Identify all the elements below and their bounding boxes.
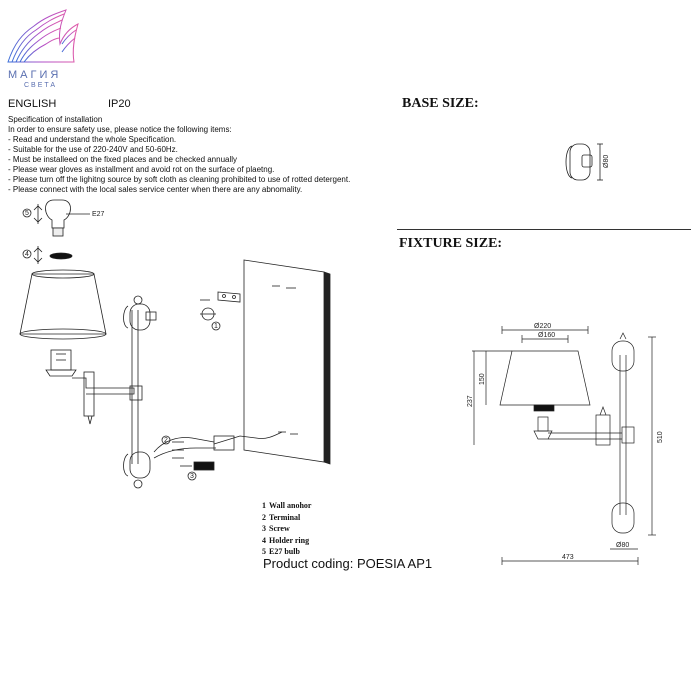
base-size-drawing: Ø80 — [565, 143, 610, 181]
callout-1: 1 — [214, 323, 218, 330]
dim-base-diameter: Ø80 — [616, 542, 629, 549]
wall-anchor-icon — [217, 291, 241, 303]
spec-intro: In order to ensure safety use, please no… — [8, 125, 232, 134]
fixture-size-title: FIXTURE SIZE: — [399, 236, 503, 251]
section-divider — [397, 229, 691, 230]
dim-shade-height: 150 — [479, 373, 486, 385]
list-item: - Read and understand the whole Specific… — [8, 135, 177, 144]
dim-shade-top: Ø220 — [534, 323, 551, 330]
base-size-title: BASE SIZE: — [402, 96, 479, 111]
lampshade-icon — [19, 273, 107, 335]
list-item: - Must be installeed on the fixed places… — [8, 155, 238, 164]
callout-5: 5 — [25, 210, 29, 217]
list-item: - Please connect with the local sales se… — [8, 185, 303, 194]
callout-2: 2 — [164, 437, 168, 444]
spec-title: Specification of installation — [8, 115, 103, 124]
logo-name: МАГИЯ — [8, 69, 62, 81]
ip-rating: IP20 — [108, 98, 131, 110]
holder-ring-icon — [49, 252, 73, 260]
spec-list: - Read and understand the whole Specific… — [8, 135, 350, 195]
bulb-label: E27 — [92, 211, 105, 218]
fixture-size-drawing: Ø220 Ø160 150 237 510 Ø80 473 — [467, 323, 664, 565]
dim-shade-inner: Ø160 — [538, 332, 555, 339]
list-item: - Please wear gloves as installment and … — [8, 165, 275, 174]
base-diameter-label: Ø80 — [603, 155, 610, 168]
brand-logo-icon — [7, 9, 79, 63]
list-item: - Suitable for the use of 220-240V and 5… — [8, 145, 178, 154]
bulb-icon — [45, 199, 71, 229]
dim-total-height: 510 — [657, 431, 664, 443]
logo-subtitle: СВЕТА — [24, 82, 58, 89]
language-label: ENGLISH — [8, 98, 57, 110]
callout-3: 3 — [190, 473, 194, 480]
product-coding: Product coding: POESIA AP1 — [263, 556, 433, 571]
callout-4: 4 — [25, 251, 29, 258]
dim-total-height-shade: 237 — [467, 395, 474, 407]
installation-drawing: 5 4 1 2 3 E27 — [19, 199, 331, 489]
screw-icon — [193, 461, 215, 471]
dim-width: 473 — [562, 554, 574, 561]
list-item: - Please turn off the lighitng source by… — [8, 175, 351, 184]
